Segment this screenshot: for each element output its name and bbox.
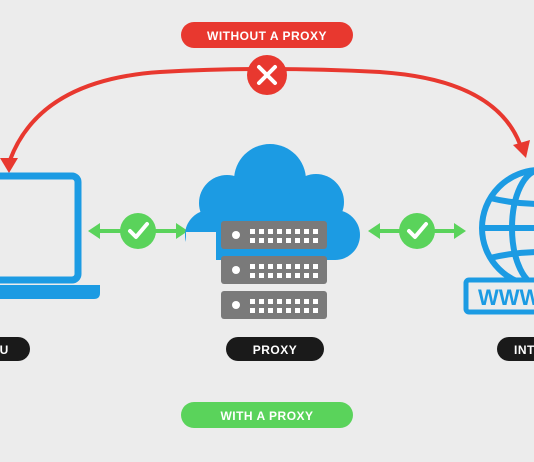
allowed-connection-right xyxy=(368,213,466,249)
allowed-connection-left xyxy=(88,213,188,249)
arrowhead-left xyxy=(0,158,18,173)
server-unit xyxy=(221,256,327,284)
www-banner: WWW xyxy=(463,277,534,315)
laptop-icon xyxy=(0,172,100,299)
with-proxy-label: WITH A PROXY xyxy=(220,409,313,423)
proxy-label-pill: PROXY xyxy=(226,337,324,361)
x-circle-icon xyxy=(247,55,287,95)
arrowhead-right xyxy=(513,140,530,158)
server-stack-icon xyxy=(221,221,327,319)
check-circle-icon xyxy=(120,213,156,249)
without-proxy-label: WITHOUT A PROXY xyxy=(207,29,327,43)
you-label: YOU xyxy=(0,343,9,357)
internet-label-pill: INTERNET xyxy=(497,337,534,361)
proxy-label: PROXY xyxy=(253,343,298,357)
you-label-pill: YOU xyxy=(0,337,30,361)
globe-icon xyxy=(479,167,534,289)
cloud-icon xyxy=(185,144,360,260)
server-unit xyxy=(221,221,327,249)
without-proxy-badge: WITHOUT A PROXY xyxy=(181,22,353,48)
server-unit xyxy=(221,291,327,319)
internet-label: INTERNET xyxy=(514,343,534,357)
with-proxy-badge: WITH A PROXY xyxy=(181,402,353,428)
www-label: WWW xyxy=(478,285,534,310)
check-circle-icon xyxy=(399,213,435,249)
